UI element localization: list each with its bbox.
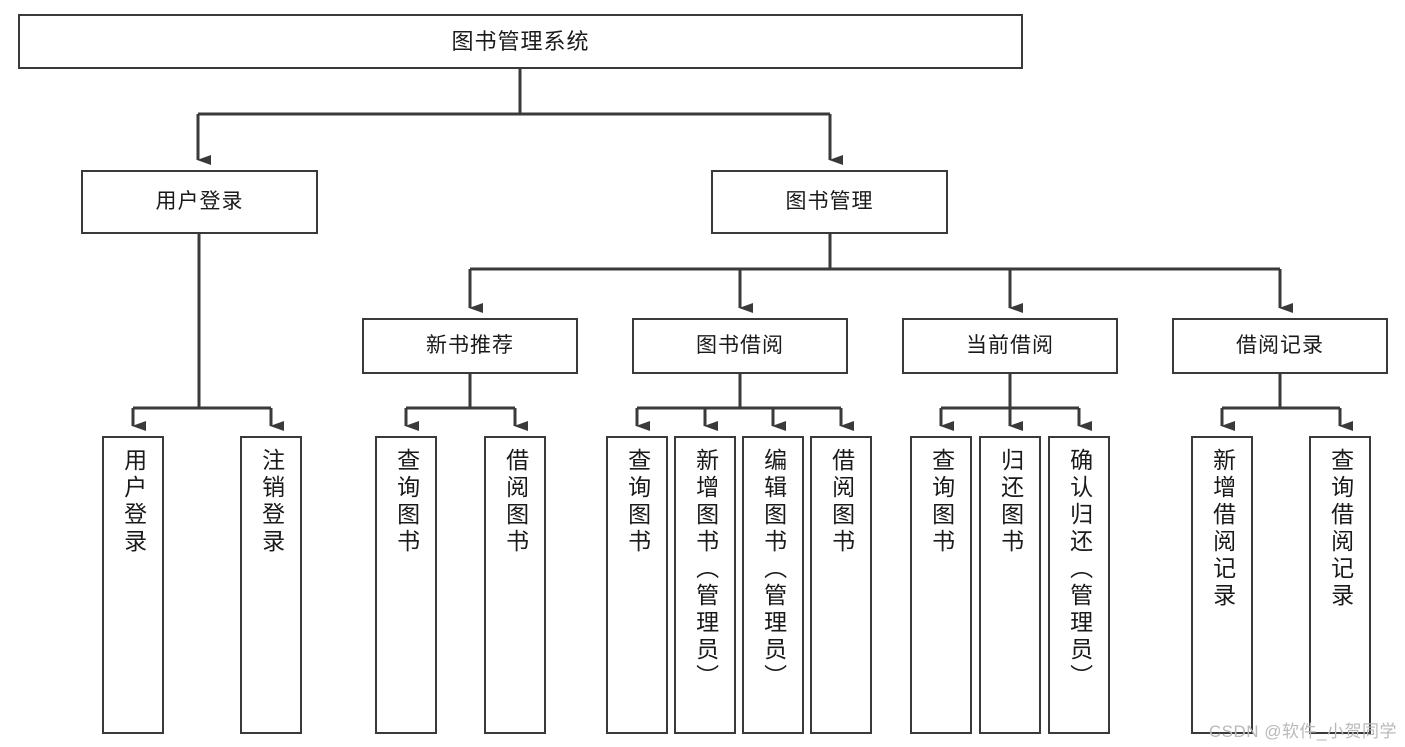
node-leaf-query-book-borrow[interactable]: 查询图书	[606, 436, 668, 734]
node-label: 当前借阅	[966, 333, 1054, 357]
node-label: 查询图书	[393, 448, 420, 556]
node-label: 用户登录	[120, 448, 147, 556]
node-leaf-logout[interactable]: 注销登录	[240, 436, 302, 734]
node-label: 新增借阅记录	[1209, 448, 1236, 610]
node-leaf-return-book[interactable]: 归还图书	[979, 436, 1041, 734]
node-label: 查询借阅记录	[1327, 448, 1354, 610]
node-leaf-confirm-return[interactable]: 确认归还（管理员）	[1048, 436, 1110, 734]
node-current-borrow[interactable]: 当前借阅	[902, 318, 1118, 374]
node-label: 归还图书	[997, 448, 1024, 556]
node-label: 图书管理	[785, 189, 874, 213]
node-label: 借阅图书	[502, 448, 529, 556]
node-book-management[interactable]: 图书管理	[711, 170, 948, 234]
node-label: 借阅记录	[1236, 333, 1324, 357]
node-leaf-borrow-book[interactable]: 借阅图书	[810, 436, 872, 734]
node-label: 借阅图书	[828, 448, 855, 556]
node-leaf-edit-book[interactable]: 编辑图书（管理员）	[742, 436, 804, 734]
node-label: 新书推荐	[426, 333, 514, 357]
node-label: 查询图书	[928, 448, 955, 556]
node-leaf-add-borrow-record[interactable]: 新增借阅记录	[1191, 436, 1253, 734]
node-book-borrow[interactable]: 图书借阅	[632, 318, 848, 374]
node-leaf-add-book[interactable]: 新增图书（管理员）	[674, 436, 736, 734]
node-label: 图书管理系统	[451, 28, 590, 54]
node-label: 注销登录	[258, 448, 285, 556]
node-leaf-user-login[interactable]: 用户登录	[102, 436, 164, 734]
node-root-book-management-system[interactable]: 图书管理系统	[18, 14, 1023, 69]
node-new-book-recommend[interactable]: 新书推荐	[362, 318, 578, 374]
node-label: 编辑图书（管理员）	[760, 448, 787, 691]
node-user-login[interactable]: 用户登录	[81, 170, 318, 234]
node-borrow-record[interactable]: 借阅记录	[1172, 318, 1388, 374]
node-leaf-query-borrow-record[interactable]: 查询借阅记录	[1309, 436, 1371, 734]
node-leaf-borrow-book-recommend[interactable]: 借阅图书	[484, 436, 546, 734]
node-label: 确认归还（管理员）	[1066, 448, 1093, 691]
node-label: 查询图书	[624, 448, 651, 556]
node-label: 图书借阅	[696, 333, 784, 357]
node-leaf-query-book-recommend[interactable]: 查询图书	[375, 436, 437, 734]
node-leaf-query-book-current[interactable]: 查询图书	[910, 436, 972, 734]
node-label: 新增图书（管理员）	[692, 448, 719, 691]
node-label: 用户登录	[155, 189, 244, 213]
